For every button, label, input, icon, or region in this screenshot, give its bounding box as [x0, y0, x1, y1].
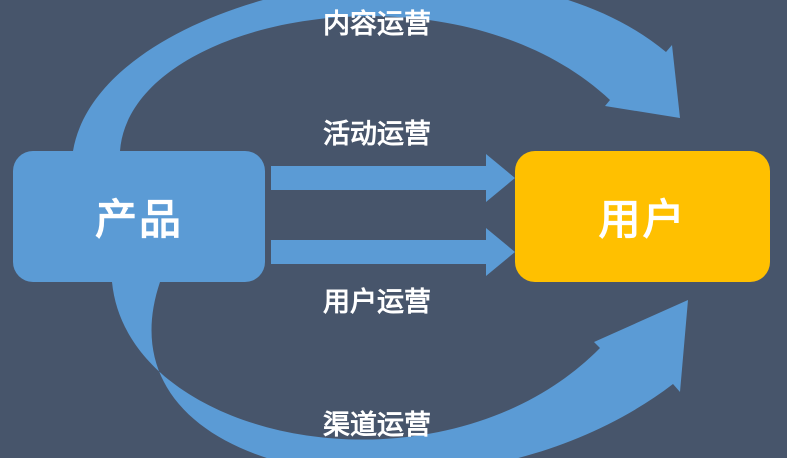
- product-box: 产品: [13, 151, 265, 282]
- content-ops-label: 内容运营: [323, 9, 431, 40]
- bottom-curved-arrow: [112, 282, 688, 458]
- channel-ops-label: 渠道运营: [323, 410, 431, 441]
- activity-ops-label: 活动运营: [323, 119, 431, 150]
- user-box: 用户: [515, 151, 770, 282]
- top-curved-arrow: [73, 0, 680, 151]
- product-label: 产品: [94, 195, 183, 244]
- middle-arrow-bottom: [271, 228, 515, 276]
- user-ops-label: 用户运营: [323, 287, 431, 318]
- middle-arrow-top: [271, 154, 515, 202]
- user-label: 用户: [598, 195, 687, 244]
